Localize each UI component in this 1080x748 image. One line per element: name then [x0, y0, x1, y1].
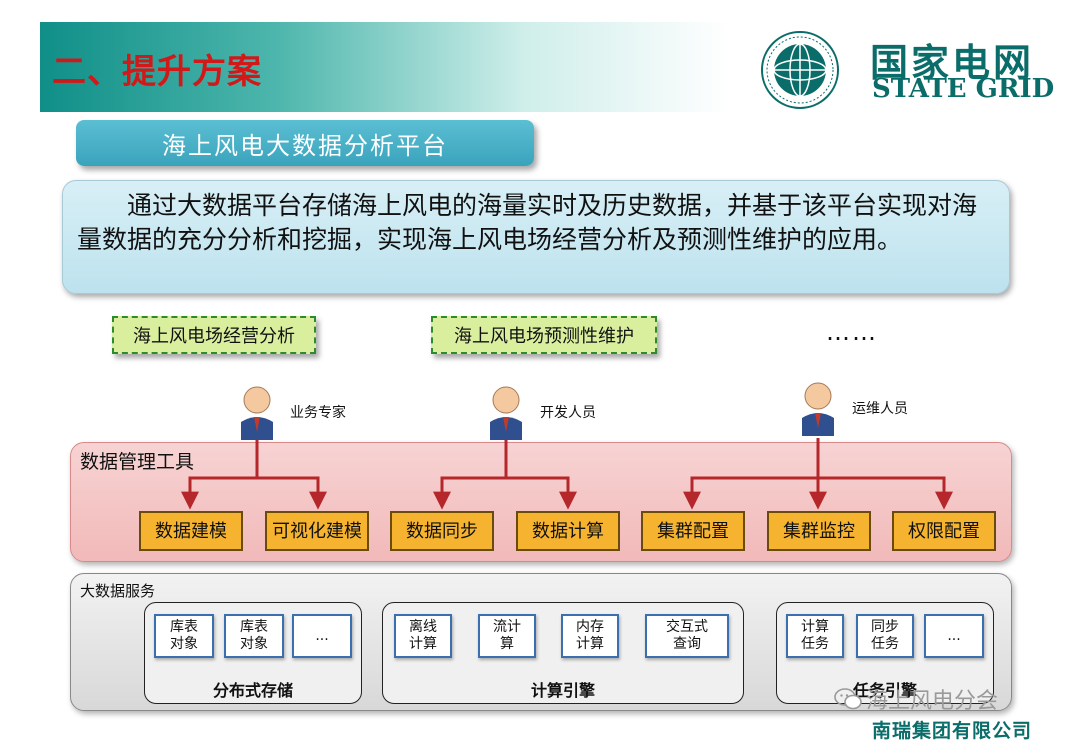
group-label: 任务引擎 [852, 681, 917, 700]
brand-name-en: STATE GRID [872, 74, 1055, 104]
more-ellipsis: …… [826, 318, 878, 346]
tool-visual-modeling: 可视化建模 [265, 511, 369, 551]
tool-data-compute: 数据计算 [516, 511, 620, 551]
item-label: 流计 算 [493, 619, 521, 652]
person-icon [490, 386, 522, 440]
app-operation-analysis: 海上风电场经营分析 [112, 316, 316, 354]
app-label: 海上风电场预测性维护 [454, 326, 634, 347]
group-label: 计算引擎 [530, 681, 595, 700]
compute-item: 内存 计算 [561, 614, 619, 658]
item-label: ... [947, 627, 961, 644]
compute-item: 离线 计算 [394, 614, 452, 658]
person-icon [241, 386, 273, 440]
company-name: 南瑞集团有限公司 [872, 720, 1033, 742]
brand-name-cn: 国家电网 [870, 41, 1035, 85]
subtitle-text: 海上风电大数据分析平台 [162, 131, 448, 160]
compute-item: 流计 算 [478, 614, 536, 658]
task-item: 计算 任务 [786, 614, 844, 658]
header-banner [40, 22, 730, 112]
item-label: ... [315, 627, 329, 644]
group-label: 分布式存储 [212, 681, 293, 700]
tool-permission-config: 权限配置 [892, 511, 996, 551]
tool-label: 数据计算 [532, 520, 604, 542]
storage-item: 库表 对象 [224, 614, 284, 658]
task-item: 同步 任务 [856, 614, 914, 658]
item-label: 库表 对象 [170, 619, 198, 652]
item-label: 库表 对象 [240, 619, 268, 652]
role-developer: 开发人员 [540, 405, 596, 421]
tool-cluster-monitor: 集群监控 [767, 511, 871, 551]
tool-label: 集群监控 [783, 520, 855, 542]
subtitle-box: 海上风电大数据分析平台 [76, 120, 534, 166]
role-operations: 运维人员 [852, 401, 908, 417]
svc-panel-title: 大数据服务 [80, 582, 156, 600]
page-title: 二、提升方案 [52, 52, 262, 92]
storage-item: 库表 对象 [154, 614, 214, 658]
role-business-expert: 业务专家 [290, 405, 346, 421]
description-text: 通过大数据平台存储海上风电的海量实时及历史数据，并基于该平台实现对海量数据的充分… [77, 191, 978, 254]
app-label: 海上风电场经营分析 [133, 326, 295, 347]
person-icon [802, 382, 834, 436]
tool-label: 可视化建模 [272, 520, 362, 542]
storage-item: ... [292, 614, 352, 658]
item-label: 交互式 查询 [666, 619, 708, 652]
description-box: 通过大数据平台存储海上风电的海量实时及历史数据，并基于该平台实现对海量数据的充分… [62, 180, 1010, 294]
tool-label: 权限配置 [908, 520, 980, 542]
wechat-icon [834, 688, 862, 710]
tool-label: 数据同步 [406, 520, 478, 542]
tool-label: 数据建模 [155, 520, 227, 542]
tool-data-modeling: 数据建模 [139, 511, 243, 551]
item-label: 同步 任务 [871, 619, 899, 652]
tool-cluster-config: 集群配置 [641, 511, 745, 551]
item-label: 计算 任务 [801, 619, 829, 652]
tool-label: 集群配置 [657, 520, 729, 542]
task-item: ... [924, 614, 984, 658]
watermark-text: 海上风电分会 [866, 689, 999, 714]
state-grid-globe-icon [761, 31, 839, 109]
compute-item: 交互式 查询 [645, 614, 729, 658]
item-label: 内存 计算 [576, 619, 604, 652]
item-label: 离线 计算 [409, 619, 437, 652]
mgmt-panel-title: 数据管理工具 [80, 451, 195, 473]
app-predictive-maintenance: 海上风电场预测性维护 [431, 316, 657, 354]
tool-data-sync: 数据同步 [390, 511, 494, 551]
